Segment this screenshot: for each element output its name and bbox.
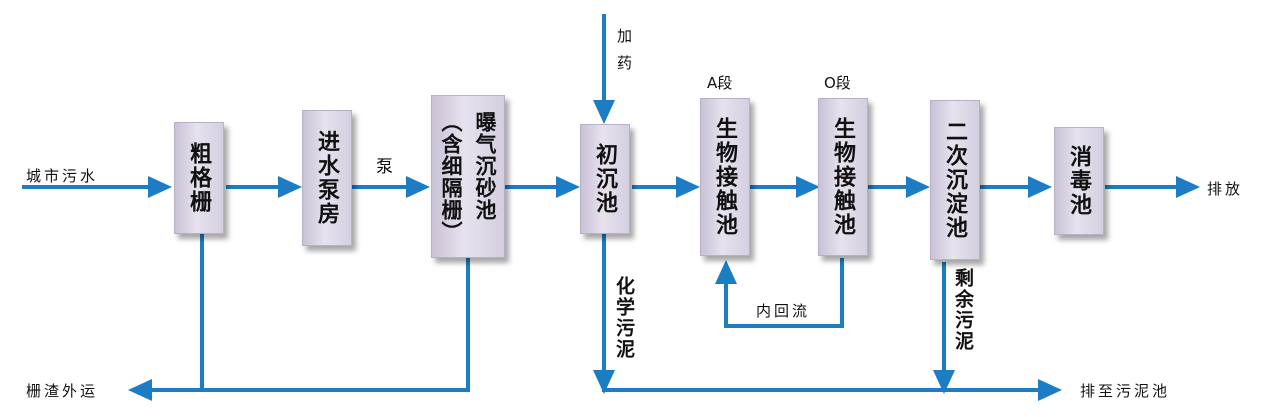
grit-chamber-box: 曝气沉砂池 （含细隔栅）	[431, 95, 505, 258]
flow-lines	[22, 14, 1178, 392]
disinfection-label: 消毒池	[1066, 145, 1092, 217]
arrowhead-dosing	[593, 100, 615, 124]
flow-line-internal-recycle	[724, 258, 844, 328]
arrowhead-bio-o	[796, 176, 820, 198]
arrowhead-primary	[556, 176, 580, 198]
bio-contact-a-label: 生物接触池	[712, 117, 738, 237]
pump-label: 泵	[376, 157, 396, 177]
arrowhead-disinfection	[1028, 176, 1052, 198]
influent-label: 城市污水	[26, 167, 99, 185]
stage-a-label: A段	[707, 74, 733, 92]
secondary-clarifier-box: 二次沉淀池	[930, 100, 980, 260]
arrowhead-pump	[278, 176, 302, 198]
coarse-screen-label: 粗格栅	[186, 142, 212, 214]
pump-house-box: 进水泵房	[302, 110, 352, 246]
primary-clarifier-label: 初沉池	[592, 143, 618, 215]
coarse-screen-box: 粗格栅	[174, 122, 224, 234]
bio-contact-o-label: 生物接触池	[830, 117, 856, 237]
arrowhead-to-sludge-tank	[1038, 379, 1062, 401]
grit-chamber-label: 曝气沉砂池	[473, 110, 498, 221]
arrowhead-secondary	[906, 176, 930, 198]
arrowhead-chemical-sludge	[593, 370, 615, 394]
to-sludge-tank-label: 排至污泥池	[1080, 382, 1171, 400]
arrowhead-internal-recycle	[715, 260, 737, 284]
chemical-sludge-label: 化学污泥	[613, 276, 635, 360]
flow-arrowheads	[128, 100, 1200, 401]
arrowhead-influent	[148, 176, 172, 198]
primary-clarifier-box: 初沉池	[580, 124, 630, 234]
bio-contact-o-box: 生物接触池	[818, 98, 868, 256]
excess-sludge-label: 剩余污泥	[952, 268, 974, 352]
discharge-label: 排放	[1207, 180, 1244, 198]
internal-recycle-label: 内回流	[756, 302, 811, 320]
screenings-out-label: 栅渣外运	[26, 382, 99, 400]
bio-contact-a-box: 生物接触池	[700, 98, 750, 256]
pump-house-label: 进水泵房	[314, 130, 340, 226]
secondary-clarifier-label: 二次沉淀池	[942, 120, 968, 240]
stage-o-label: O段	[824, 74, 851, 92]
arrowhead-grit	[406, 176, 430, 198]
arrowhead-discharge	[1176, 176, 1200, 198]
dosing-label: 加药	[615, 28, 633, 82]
arrowhead-screenings-out	[128, 379, 152, 401]
arrowhead-excess-sludge	[933, 370, 955, 394]
disinfection-box: 消毒池	[1054, 127, 1104, 235]
arrowhead-bio-a	[676, 176, 700, 198]
grit-chamber-sub-label: （含细隔栅）	[439, 110, 464, 243]
